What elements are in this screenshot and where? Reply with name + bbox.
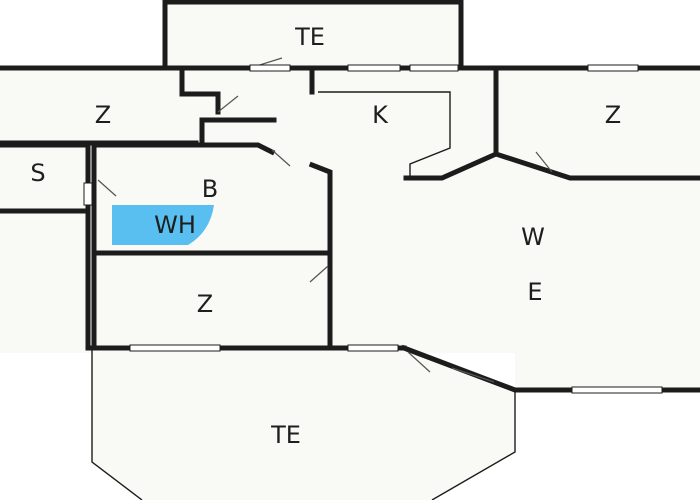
label-living-e: E	[527, 278, 542, 306]
label-water-heater: WH	[154, 211, 196, 239]
water-heater-area	[112, 205, 214, 245]
label-kitchen: K	[372, 101, 389, 129]
label-room-z-top-right: Z	[605, 101, 621, 129]
label-terrace-bottom: TE	[270, 421, 301, 449]
windows	[83, 64, 663, 394]
label-bathroom: B	[202, 175, 218, 203]
label-living-w: W	[521, 223, 545, 251]
label-room-z-middle: Z	[197, 290, 213, 318]
label-room-z-top-left: Z	[95, 101, 111, 129]
label-storage: S	[30, 159, 45, 187]
room-labels: TE Z K Z S B WH W E Z TE	[30, 23, 621, 449]
door-swings	[97, 57, 553, 383]
label-terrace-top: TE	[294, 23, 325, 51]
